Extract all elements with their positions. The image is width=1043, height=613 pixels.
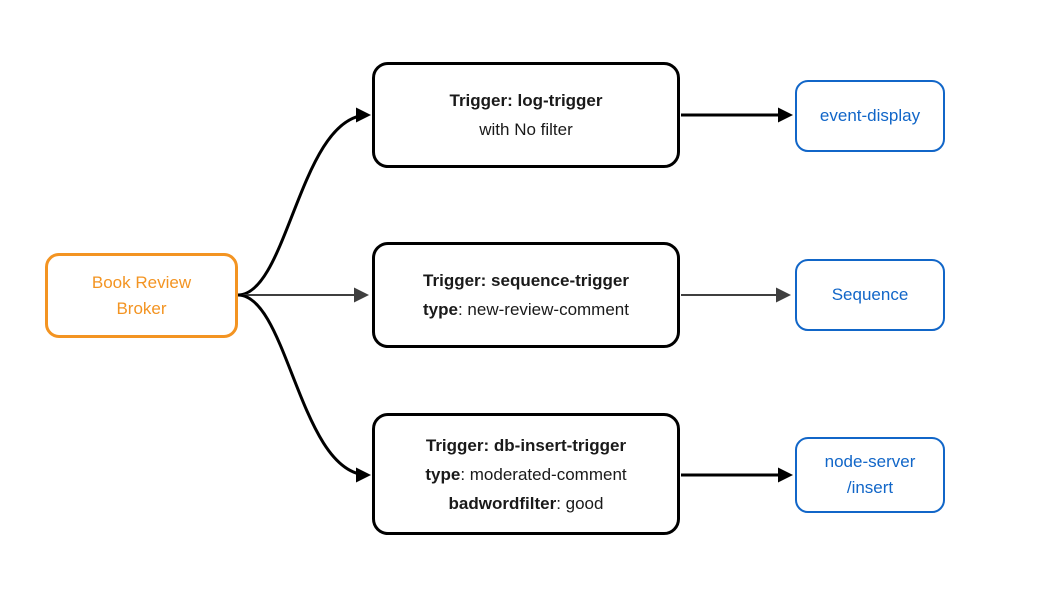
trigger-sequence-filter-row: type: new-review-comment xyxy=(423,300,629,319)
trigger-log-filter-row: with No filter xyxy=(479,120,573,139)
trigger-db-insert-type-row: type: moderated-comment xyxy=(425,464,627,484)
sink-node-sequence: Sequence xyxy=(795,259,945,331)
trigger-db-insert-title: Trigger: db-insert-trigger xyxy=(425,435,627,455)
sink-sequence-label: Sequence xyxy=(831,285,909,304)
trigger-node-sequence: Trigger: sequence-trigger type: new-revi… xyxy=(372,242,680,348)
trigger-node-log: Trigger: log-trigger with No filter xyxy=(372,62,680,168)
broker-label-line1: Book Review xyxy=(91,272,192,292)
trigger-node-db-insert: Trigger: db-insert-trigger type: moderat… xyxy=(372,413,680,535)
edge-broker-to-log-trigger xyxy=(237,107,371,297)
trigger-db-insert-badwordfilter-row: badwordfilter: good xyxy=(448,493,604,513)
sink-node-event-display: event-display xyxy=(795,80,945,152)
sink-node-server-label-line2: /insert xyxy=(846,478,894,497)
sink-event-display-label: event-display xyxy=(819,106,921,125)
broker-label-line2: Broker xyxy=(116,298,167,318)
trigger-sequence-title: Trigger: sequence-trigger xyxy=(423,271,629,290)
sink-node-node-server: node-server /insert xyxy=(795,437,945,513)
edge-broker-to-db-insert-trigger xyxy=(237,293,371,483)
sink-node-server-label-line1: node-server xyxy=(824,452,916,471)
trigger-log-title: Trigger: log-trigger xyxy=(449,91,603,110)
broker-node: Book Review Broker xyxy=(45,253,238,338)
